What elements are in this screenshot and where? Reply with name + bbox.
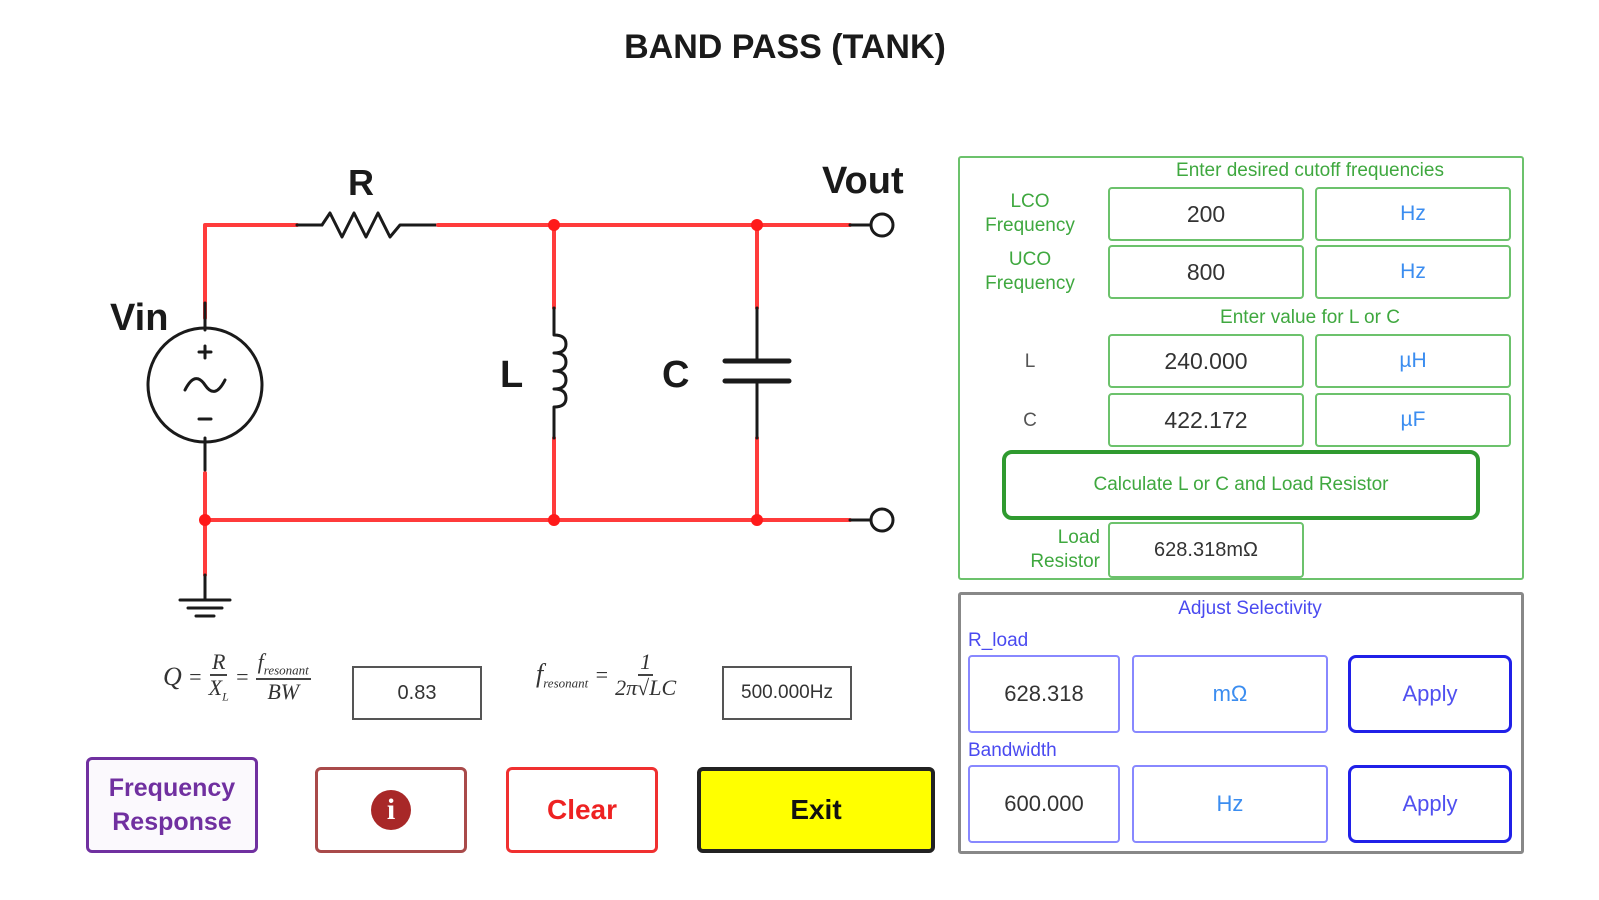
capacitor-plates (722, 358, 792, 384)
wire-top-left (203, 223, 299, 320)
fraction-numerator: 1 (638, 649, 654, 677)
info-icon: i (371, 790, 411, 830)
uco-label-line2: Frequency (985, 273, 1075, 294)
inductor-label: L (500, 354, 523, 396)
one-over-2pi-sqrt-lc-fraction: 1 2π√LC (615, 649, 677, 701)
cutoff-frequency-panel (958, 156, 1524, 580)
bandwidth-input[interactable]: 600.000 (968, 765, 1120, 843)
junction-dot (548, 219, 560, 231)
equals-sign: = (594, 662, 610, 688)
fraction-numerator: fresonant (255, 649, 311, 680)
resistor-label: R (348, 162, 374, 203)
resistor-symbol (320, 211, 440, 239)
frequency-response-label-line2: Response (112, 808, 232, 836)
uco-frequency-input[interactable]: 800 (1108, 245, 1304, 299)
apply-bandwidth-button[interactable]: Apply (1348, 765, 1512, 843)
equals-sign: = (234, 663, 250, 689)
uco-label-line1: UCO (1008, 249, 1052, 270)
q-value-display: 0.83 (352, 666, 482, 720)
capacitor-label: C (662, 354, 689, 396)
junction-dot (751, 219, 763, 231)
calculate-button[interactable]: Calculate L or C and Load Resistor (1002, 450, 1480, 520)
junction-dot (751, 514, 763, 526)
xl-symbol: X (208, 675, 223, 701)
load-resistor-label: Load Resistor (990, 526, 1100, 574)
ground-icon (178, 598, 232, 618)
inductor-symbol (552, 306, 568, 440)
r-load-input[interactable]: 628.318 (968, 655, 1120, 733)
fres-symbol: fresonant (536, 659, 588, 691)
r-load-label: R_load (968, 630, 1029, 651)
page-title: BAND PASS (TANK) (624, 28, 946, 66)
lco-unit-selector[interactable]: Hz (1315, 187, 1511, 241)
inductance-unit-selector[interactable]: µH (1315, 334, 1511, 388)
resonant-frequency-display: 500.000Hz (722, 666, 852, 720)
selectivity-heading: Adjust Selectivity (1178, 598, 1322, 619)
lc-heading: Enter value for L or C (1220, 307, 1400, 328)
fraction-denominator: XL (209, 676, 229, 704)
ac-tilde-icon (183, 377, 227, 393)
plus-sign (197, 344, 213, 360)
f-symbol: f (257, 649, 264, 674)
vout-terminal-top (869, 212, 895, 238)
f-subscript: resonant (543, 675, 589, 691)
input-label: Vin (110, 297, 168, 339)
bandwidth-unit-selector[interactable]: Hz (1132, 765, 1328, 843)
f-symbol: f (536, 658, 544, 688)
frequency-response-label-line1: Frequency (108, 774, 236, 802)
inductance-input[interactable]: 240.000 (1108, 334, 1304, 388)
output-label: Vout (822, 160, 904, 202)
f-subscript: resonant (263, 662, 309, 678)
frequency-response-button[interactable]: Frequency Response (86, 757, 258, 853)
vout-terminal-bottom (869, 507, 895, 533)
selectivity-panel (958, 592, 1524, 854)
equals-sign: = (187, 663, 203, 689)
info-button[interactable]: i (315, 767, 467, 853)
junction-dot (199, 514, 211, 526)
lco-frequency-input[interactable]: 200 (1108, 187, 1304, 241)
cutoff-heading: Enter desired cutoff frequencies (1176, 160, 1444, 181)
fres-over-bw-fraction: fresonant BW (255, 649, 311, 704)
r-load-unit-selector[interactable]: mΩ (1132, 655, 1328, 733)
capacitance-unit-selector[interactable]: µF (1315, 393, 1511, 447)
q-formula: Q = R XL = fresonant BW (163, 649, 311, 704)
junction-dot (548, 514, 560, 526)
fraction-numerator: R (209, 649, 228, 677)
circuit-diagram: R Vin Vout L C (110, 160, 904, 618)
ac-source-symbol (146, 326, 264, 444)
lco-label: LCO Frequency (968, 190, 1092, 238)
l-label: L (1024, 351, 1036, 372)
load-resistor-label-line2: Resistor (1030, 551, 1100, 572)
uco-label: UCO Frequency (968, 248, 1092, 296)
apply-r-load-button[interactable]: Apply (1348, 655, 1512, 733)
fraction-denominator: BW (267, 678, 300, 704)
q-symbol: Q (163, 661, 182, 691)
c-label: C (1023, 410, 1037, 431)
r-over-xl-fraction: R XL (209, 649, 229, 704)
load-resistor-label-line1: Load (1057, 527, 1100, 548)
exit-button[interactable]: Exit (697, 767, 935, 853)
load-resistor-display: 628.318mΩ (1108, 522, 1304, 578)
resonant-frequency-formula: fresonant = 1 2π√LC (536, 649, 677, 701)
capacitance-input[interactable]: 422.172 (1108, 393, 1304, 447)
lco-label-line2: Frequency (985, 215, 1075, 236)
lco-label-line1: LCO (1010, 191, 1050, 212)
xl-subscript: L (222, 689, 229, 704)
uco-unit-selector[interactable]: Hz (1315, 245, 1511, 299)
fraction-denominator: 2π√LC (615, 675, 677, 701)
bandwidth-label: Bandwidth (968, 740, 1057, 761)
clear-button[interactable]: Clear (506, 767, 658, 853)
